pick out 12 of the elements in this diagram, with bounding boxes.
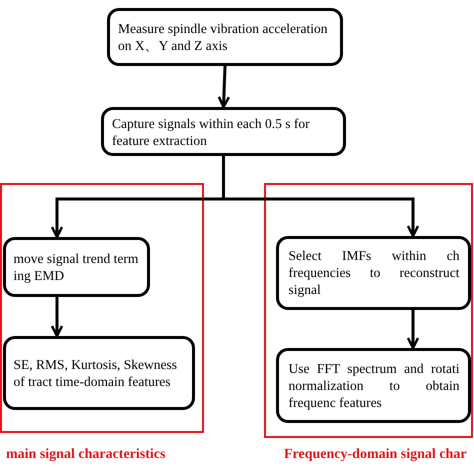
process-box: Capture signals within each 0.5 s for feature extraction xyxy=(101,107,346,156)
group-label: main signal characteristics xyxy=(6,447,166,463)
arrow xyxy=(406,310,420,350)
process-box: Measure spindle vibration acceleration on X、Y and Z axis xyxy=(107,8,343,66)
process-box: SE, RMS, Kurtosis, Skewness of tract time-domain features xyxy=(2,336,194,410)
group-label: Frequency-domain signal char xyxy=(284,447,467,463)
arrow xyxy=(218,66,230,108)
arrow xyxy=(50,297,64,338)
process-box: Select IMFs within ch frequencies to reconstruct signal xyxy=(276,236,470,310)
process-box: move signal trend term ing EMD xyxy=(2,236,150,296)
process-box: Use FFT spectrum and rotati normalization to obtain frequenc features xyxy=(276,348,470,422)
arrow xyxy=(222,156,420,238)
